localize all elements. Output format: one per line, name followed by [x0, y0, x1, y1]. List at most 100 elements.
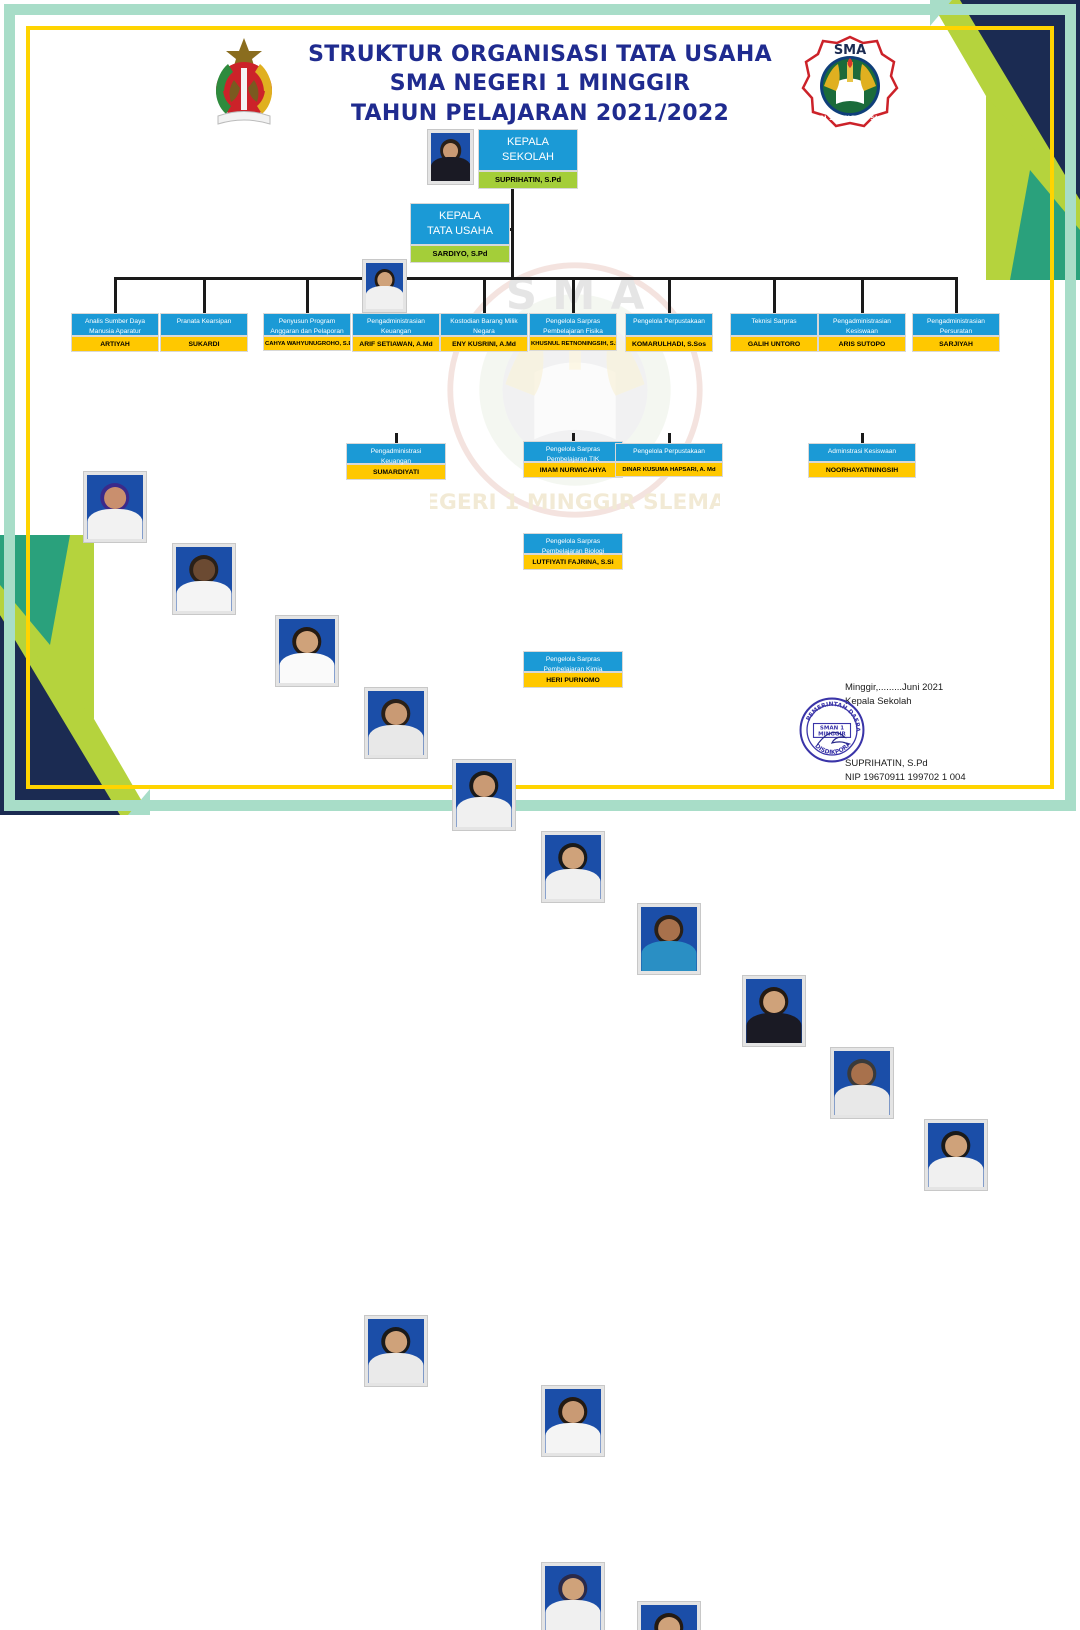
- node-name-box: NOORHAYATININGSIH: [808, 462, 916, 478]
- photo-sub-perpustakaan: [637, 1601, 701, 1630]
- node-title-box: Pengelola Perpustakaan: [615, 443, 723, 462]
- node-title-line-1: Pengadministrasi: [370, 448, 422, 455]
- photo-staff-9: [924, 1119, 988, 1191]
- logo-school-arc-text: NEGERI 1 MINGGIR SLEMAN: [800, 114, 900, 122]
- node-title-line-2: Pembelajaran Kimia: [543, 665, 603, 673]
- node-title-line-1: Pengelola Sarpras: [545, 538, 601, 545]
- node-name-box: GALIH UNTORO: [730, 336, 818, 352]
- node-title-line-1: Pengadministrasian: [927, 318, 985, 325]
- node-title-line-2: Kesiswaan: [846, 327, 878, 335]
- photo-staff-2: [275, 615, 339, 687]
- node-title-line-2: Negara: [473, 327, 495, 335]
- photo-staff-7: [742, 975, 806, 1047]
- shoulders-shape: [176, 580, 232, 611]
- shoulders-shape: [545, 868, 601, 899]
- face-shape: [851, 1063, 873, 1085]
- node-title-line-1: Teknisi Sarpras: [751, 318, 797, 325]
- connector-sub-keuangan: [395, 433, 398, 443]
- photo-staff-8: [830, 1047, 894, 1119]
- node-title-line-1: Kostodian Barang Milik: [450, 318, 518, 325]
- signature-role: Kepala Sekolah: [845, 695, 912, 707]
- photo-staff-6: [637, 903, 701, 975]
- connector-kepala-sekolah-spine: [511, 185, 514, 277]
- node-name-box: LUTFIYATI FAJRINA, S.Si: [523, 554, 623, 570]
- node-name-box: IMAM NURWICAHYA: [523, 462, 623, 478]
- face-shape: [376, 272, 393, 289]
- shoulders-shape: [641, 940, 697, 971]
- photo-image: [366, 263, 403, 309]
- photo-staff-0: [83, 471, 147, 543]
- yogyakarta-emblem-icon: [196, 34, 292, 134]
- connector-horizontal-bus: [115, 277, 956, 280]
- node-name-box: ARIS SUTOPO: [818, 336, 906, 352]
- connector-drop-8: [861, 277, 864, 313]
- connector-drop-4: [483, 277, 486, 313]
- node-name-box: KHUSNUL RETNONINGSIH, S.Si: [529, 336, 617, 351]
- photo-image: [545, 835, 601, 899]
- shoulders-shape: [746, 1012, 802, 1043]
- node-name-box: SARDIYO, S.Pd: [410, 244, 510, 263]
- face-shape: [104, 487, 126, 509]
- photo-image: [368, 691, 424, 755]
- title-line-3: TAHUN PELAJARAN 2021/2022: [350, 100, 730, 126]
- node-name-box: SUPRIHATIN, S.Pd: [478, 170, 578, 189]
- logo-sma-text: SMA: [834, 43, 866, 58]
- photo-image: [545, 1389, 601, 1453]
- photo-staff-3: [364, 687, 428, 759]
- photo-staff-4: [452, 759, 516, 831]
- node-title-line-1: KEPALA: [439, 210, 481, 222]
- node-title-line-1: KEPALA: [507, 136, 549, 148]
- photo-sub-keuangan: [364, 1315, 428, 1387]
- official-school-stamp-icon: PEMERINTAH DAERAH DIY DISDIKPORA SMAN 1 …: [792, 689, 869, 767]
- node-title-line-1: Analis Sumber Daya: [84, 318, 146, 325]
- node-name-box: KOMARULHADI, S.Sos: [625, 336, 713, 352]
- face-shape: [473, 775, 495, 797]
- signature-name-block: SUPRIHATIN, S.Pd NIP 19670911 199702 1 0…: [845, 757, 966, 785]
- face-shape: [442, 142, 459, 160]
- photo-image: [834, 1051, 890, 1115]
- connector-sub-kesiswaan: [861, 433, 864, 443]
- node-title-line-2: TATA USAHA: [426, 224, 493, 237]
- photo-sub-tik: [541, 1385, 605, 1457]
- face-shape: [385, 703, 407, 725]
- node-name-box: SARJIYAH: [912, 336, 1000, 352]
- connector-drop-2: [306, 277, 309, 313]
- node-name-box: SUMARDIYATI: [346, 464, 446, 480]
- photo-image: [928, 1123, 984, 1187]
- node-title-line-2: Pembelajaran Biologi: [541, 547, 605, 555]
- shoulders-shape: [834, 1084, 890, 1115]
- node-title-line-1: Penyusun Program: [278, 318, 336, 325]
- shoulders-shape: [279, 652, 335, 683]
- photo-sub-biologi: [541, 1562, 605, 1630]
- photo-image: [368, 1319, 424, 1383]
- node-name-box: DINAR KUSUMA HAPSARI, A. Md: [615, 462, 723, 477]
- node-name-box: SUKARDI: [160, 336, 248, 352]
- face-shape: [945, 1135, 967, 1157]
- photo-image: [545, 1566, 601, 1630]
- node-title-line-1: Adminstrasi Kesiswaan: [827, 448, 897, 455]
- node-title-line-1: Pranata Kearsipan: [176, 318, 232, 325]
- face-shape: [193, 559, 215, 581]
- node-title-line-1: Pengelola Sarpras: [545, 446, 601, 453]
- node-name-box: HERI PURNOMO: [523, 672, 623, 688]
- node-title-box: Adminstrasi Kesiswaan: [808, 443, 916, 462]
- shoulders-shape: [545, 1422, 601, 1453]
- connector-sub-tik: [572, 433, 575, 441]
- photo-staff-1: [172, 543, 236, 615]
- node-title-line-2: Persuratan: [939, 327, 973, 335]
- photo-image: [746, 979, 802, 1043]
- node-title-box: Pranata Kearsipan: [160, 313, 248, 336]
